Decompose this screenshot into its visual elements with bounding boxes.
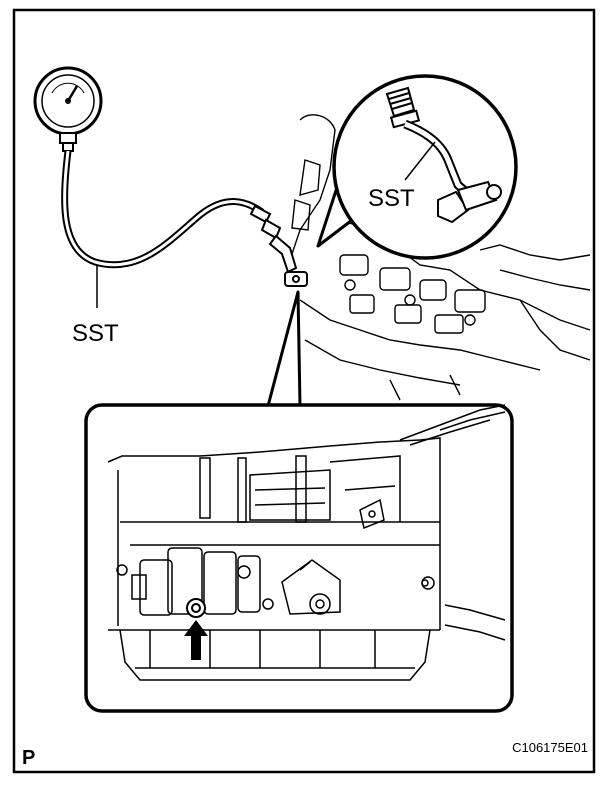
pressure-gauge-icon [33, 66, 103, 152]
up-arrow-icon [184, 620, 208, 660]
hose [61, 150, 265, 269]
test-port-plug [186, 598, 206, 618]
outer-border [12, 8, 596, 774]
figure-code: C106175E01 [512, 740, 588, 755]
sst-fitting-icon [385, 86, 502, 224]
sst-leader-inset [404, 141, 436, 181]
inset-circle [316, 74, 518, 260]
valve-body-sketch [107, 404, 506, 681]
corner-letter: P [22, 747, 35, 769]
hose-fitting [249, 204, 308, 287]
sst-label-left: SST [72, 320, 119, 347]
sst-label-inset: SST [368, 185, 415, 212]
